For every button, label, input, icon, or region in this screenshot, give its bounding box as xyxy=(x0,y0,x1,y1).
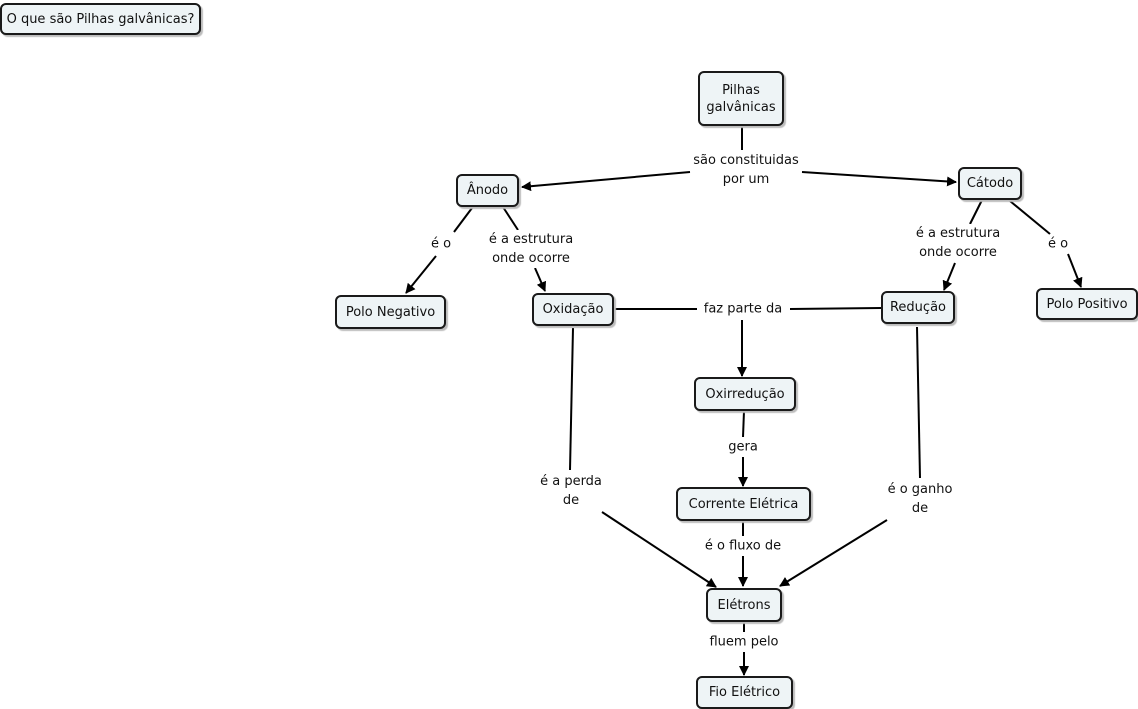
edge-catodo-to-estrutura xyxy=(969,199,983,225)
concept-polo-positivo[interactable]: Polo Positivo xyxy=(1036,288,1138,320)
concept-fio-eletrico[interactable]: Fio Elétrico xyxy=(696,676,793,709)
concept-oxirreducao[interactable]: Oxirredução xyxy=(694,377,796,411)
concept-corrente-eletrica[interactable]: Corrente Elétrica xyxy=(676,487,811,521)
link-perda: é a perda de xyxy=(538,472,604,510)
edge-estrutura-to-oxidacao xyxy=(534,267,546,292)
link-fluxo: é o fluxo de xyxy=(702,536,784,556)
link-ganho: é o ganho de xyxy=(885,480,955,518)
link-gera: gera xyxy=(726,437,760,457)
link-catodo-e-o: é o xyxy=(1045,234,1071,254)
concept-anodo[interactable]: Ânodo xyxy=(456,174,519,207)
link-faz-parte: faz parte da xyxy=(701,299,785,319)
concept-reducao[interactable]: Redução xyxy=(881,291,955,324)
link-catodo-estrutura: é a estrutura onde ocorre xyxy=(913,224,1003,262)
concept-pilhas-galvanicas[interactable]: Pilhas galvânicas xyxy=(698,71,784,126)
edge-constituidas-to-anodo xyxy=(521,171,691,192)
edge-perda-to-eletrons xyxy=(601,511,717,588)
concept-catodo[interactable]: Cátodo xyxy=(958,167,1022,200)
edge-estrutura-to-reducao xyxy=(942,262,956,291)
concept-eletrons[interactable]: Elétrons xyxy=(706,588,782,622)
edge-anodo-to-e-o xyxy=(453,207,473,233)
link-anodo-e-o: é o xyxy=(428,234,454,254)
edge-reducao-to-ganho xyxy=(916,326,921,479)
link-constituidas: são constituidas por um xyxy=(691,151,801,189)
edge-reducao-to-faz-parte xyxy=(789,307,882,310)
edge-e-o-to-polo-negativo xyxy=(405,255,437,294)
edge-oxirreducao-to-gera xyxy=(742,410,745,438)
edge-e-o-to-polo-positivo xyxy=(1067,253,1083,288)
edge-anodo-to-estrutura xyxy=(502,206,519,231)
edge-catodo-to-e-o xyxy=(1009,200,1051,235)
concept-polo-negativo[interactable]: Polo Negativo xyxy=(335,295,446,329)
map-title: O que são Pilhas galvânicas? xyxy=(0,3,201,35)
link-anodo-estrutura: é a estrutura onde ocorre xyxy=(486,230,576,268)
edge-ganho-to-eletrons xyxy=(779,519,888,587)
concept-oxidacao[interactable]: Oxidação xyxy=(532,293,614,326)
edge-oxidacao-to-perda xyxy=(569,327,574,471)
link-fluem: fluem pelo xyxy=(707,632,781,652)
edge-constituidas-to-catodo xyxy=(801,171,957,187)
